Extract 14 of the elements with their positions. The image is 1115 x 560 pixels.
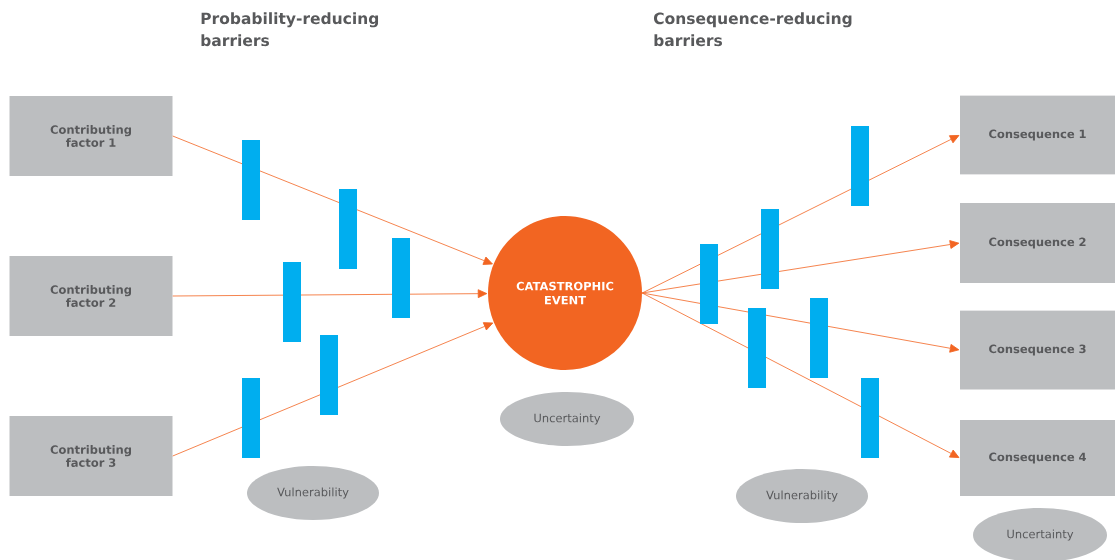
arrow — [172, 135, 493, 265]
consequence-box: Consequence 4 — [960, 420, 1115, 496]
consequence-box: Consequence 1 — [960, 95, 1115, 175]
consequence-box: Consequence 2 — [960, 203, 1115, 283]
arrow — [172, 322, 494, 457]
arrow — [172, 289, 488, 299]
heading: Consequence-reducing barriers — [654, 12, 852, 47]
arrow — [641, 240, 960, 294]
factor-box: Contributing factor 1 — [9, 96, 173, 176]
factor-box: Contributing factor 2 — [9, 256, 173, 336]
heading: Probability-reducing barriers — [201, 12, 379, 47]
factor-box: Contributing factor 3 — [9, 416, 173, 496]
consequence-box: Consequence 3 — [960, 310, 1115, 390]
arrow — [641, 292, 960, 458]
